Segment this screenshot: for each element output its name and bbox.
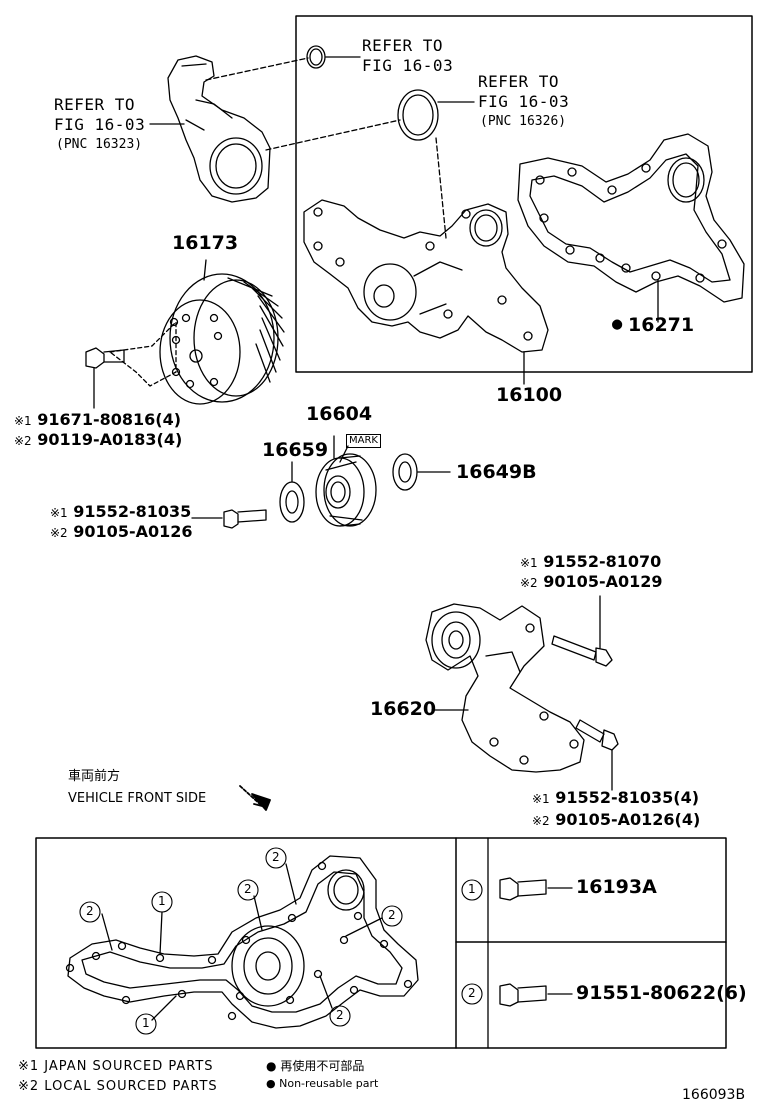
water-pump-body: [303, 199, 549, 353]
legend-callout-1: 1: [468, 882, 476, 896]
callout-1: 1: [158, 894, 166, 908]
o-ring-small: [306, 45, 326, 69]
tens-top-bolt-jp-number: 91552-81070: [543, 552, 662, 571]
local-mark: ※2: [14, 434, 32, 448]
callout-2: 2: [336, 1008, 344, 1022]
vehicle-front-en: VEHICLE FRONT SIDE: [68, 791, 207, 806]
refer-c-pnc: (PNC 16323): [56, 137, 143, 152]
figure-id: 166093B: [682, 1087, 746, 1103]
non-reusable-bullet: ●: [612, 314, 623, 334]
pulley-bolt: [85, 347, 125, 369]
tensioner-bolt-top: [551, 635, 613, 667]
refer-c-line2: FIG 16-03: [54, 115, 146, 134]
bolt-16193a: [499, 877, 547, 901]
callout-2: 2: [272, 850, 280, 864]
vehicle-front-jp: 車両前方: [68, 769, 121, 784]
pump-bolt-pattern-view: [65, 855, 419, 1029]
part-16620-label[interactable]: 16620: [370, 698, 437, 720]
japan-mark: ※1: [532, 792, 550, 806]
part-16659-label[interactable]: 16659: [262, 439, 329, 461]
o-ring-large: [397, 89, 439, 141]
footnote-local-sourced: ※2 LOCAL SOURCED PARTS: [18, 1079, 218, 1094]
part-16604-label[interactable]: 16604: [306, 403, 373, 425]
local-mark: ※2: [50, 526, 68, 540]
japan-mark: ※1: [50, 506, 68, 520]
refer-b-pnc: (PNC 16326): [480, 114, 567, 129]
non-reusable-en: Non-reusable part: [279, 1077, 379, 1090]
refer-a-line2: FIG 16-03: [362, 56, 454, 75]
idler-bolt: [223, 509, 267, 529]
part-16193a-label[interactable]: 16193A: [576, 876, 657, 898]
pulley-bolt-jp-number: 91671-80816(4): [37, 410, 182, 429]
tens-bot-bolt-local-number: 90105-A0126(4): [555, 810, 701, 829]
tensioner-bolt-bottom: [575, 719, 619, 751]
local-mark: ※2: [532, 814, 550, 828]
idler-bolt-local-number: 90105-A0126: [73, 522, 193, 541]
tens-bot-bolt-jp-number: 91552-81035(4): [555, 788, 700, 807]
footnote-bullet-en: ● Non-reusable part: [266, 1078, 378, 1089]
idler-bolt-alt-2[interactable]: ※2 90105-A0126: [50, 524, 193, 540]
callout-2: 2: [244, 882, 252, 896]
pulley-bolt-alt-1[interactable]: ※1 91671-80816(4): [14, 412, 181, 428]
local-mark: ※2: [520, 576, 538, 590]
callout-2: 2: [86, 904, 94, 918]
callout-circles: [79, 847, 483, 1035]
tens-top-bolt-local-number: 90105-A0129: [543, 572, 663, 591]
part-16100-label[interactable]: 16100: [496, 384, 563, 406]
footnote-japan-sourced: ※1 JAPAN SOURCED PARTS: [18, 1059, 214, 1074]
water-pump-pulley: [159, 273, 285, 405]
part-16649b-label[interactable]: 16649B: [456, 461, 537, 483]
pulley-bolt-local-number: 90119-A0183(4): [37, 430, 183, 449]
bullet-icon: ●: [266, 1077, 276, 1090]
legend-callout-2: 2: [468, 986, 476, 1000]
callout-2: 2: [388, 908, 396, 922]
non-reusable-jp: 再使用不可部品: [280, 1059, 365, 1073]
idler-bolt-jp-number: 91552-81035: [73, 502, 192, 521]
water-inlet-pipe: [167, 55, 271, 203]
water-pump-gasket: [517, 133, 745, 303]
refer-a-line1: REFER TO: [362, 36, 444, 55]
callout-1: 1: [142, 1016, 150, 1030]
tens-top-bolt-alt-2[interactable]: ※2 90105-A0129: [520, 574, 663, 590]
japan-mark: ※1: [520, 556, 538, 570]
belt-tensioner: [425, 603, 585, 773]
pulley-bolt-alt-2[interactable]: ※2 90119-A0183(4): [14, 432, 182, 448]
tens-bot-bolt-alt-1[interactable]: ※1 91552-81035(4): [532, 790, 699, 806]
footnote-bullet-jp: ● 再使用不可部品: [266, 1060, 364, 1072]
vehicle-front-arrow: [239, 785, 271, 811]
idler-bolt-alt-1[interactable]: ※1 91552-81035: [50, 504, 191, 520]
tens-bot-bolt-alt-2[interactable]: ※2 90105-A0126(4): [532, 812, 700, 828]
japan-mark: ※1: [14, 414, 32, 428]
bullet-icon: ●: [266, 1059, 277, 1073]
idler-plate-16649b: [392, 453, 418, 491]
part-16271-label[interactable]: 16271: [628, 314, 695, 336]
tens-top-bolt-alt-1[interactable]: ※1 91552-81070: [520, 554, 661, 570]
idler-pulley-16604: [315, 453, 377, 527]
part-16173-label[interactable]: 16173: [172, 232, 239, 254]
bolt-91551: [499, 983, 547, 1007]
refer-b-line2: FIG 16-03: [478, 92, 570, 111]
part-91551-label[interactable]: 91551-80622(6): [576, 982, 747, 1004]
refer-c-line1: REFER TO: [54, 95, 136, 114]
idler-plate-16659: [279, 481, 305, 523]
refer-b-line1: REFER TO: [478, 72, 560, 91]
mark-tag: MARK: [346, 434, 381, 448]
detail-frame: [35, 837, 727, 1049]
